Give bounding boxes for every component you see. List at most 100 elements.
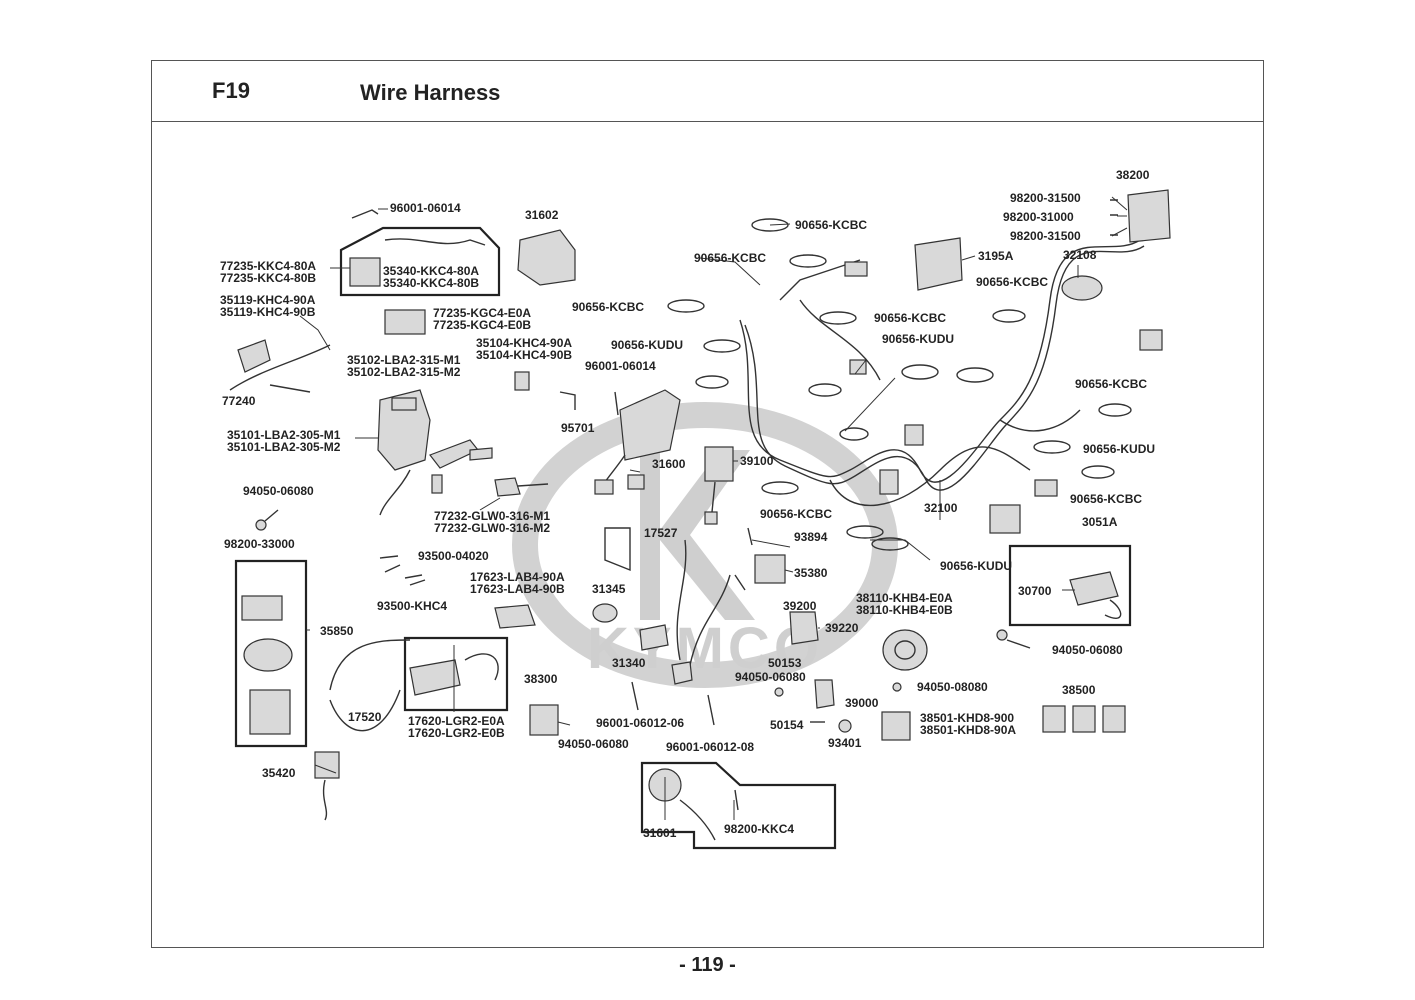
part-label: 90656-KCBC xyxy=(1070,492,1142,506)
part-number: 17620-LGR2-E0A xyxy=(408,714,505,728)
part-number: 31602 xyxy=(525,208,559,222)
part-number: 94050-06080 xyxy=(243,484,314,498)
part-label: 94050-08080 xyxy=(917,680,988,694)
part-label: 98200-33000 xyxy=(224,537,295,551)
part-number: 35420 xyxy=(262,766,296,780)
part-number: 32100 xyxy=(924,501,958,515)
part-number: 38501-KHD8-900 xyxy=(920,711,1014,725)
part-number: 35101-LBA2-305-M1 xyxy=(227,428,341,442)
title-cell: Wire Harness xyxy=(310,60,1264,122)
part-number: 3195A xyxy=(978,249,1014,263)
part-label: 38300 xyxy=(524,672,558,686)
part-label: 93894 xyxy=(794,530,828,544)
group-outlines xyxy=(234,226,1132,850)
part-number: 39200 xyxy=(783,599,817,613)
part-number: 38110-KHB4-E0A xyxy=(856,591,953,605)
part-label: 50153 xyxy=(768,656,802,670)
part-number: 17620-LGR2-E0B xyxy=(408,726,505,740)
part-label: 90656-KCBC xyxy=(760,507,832,521)
part-label: 32100 xyxy=(924,501,958,515)
part-label: 94050-06080 xyxy=(558,737,629,751)
part-label: 94050-06080 xyxy=(243,484,314,498)
part-number: 77232-GLW0-316-M2 xyxy=(434,521,550,535)
part-number: 93500-04020 xyxy=(418,549,489,563)
part-label: 98200-31500 xyxy=(1010,191,1081,205)
part-number: 94050-06080 xyxy=(558,737,629,751)
part-label: 39100 xyxy=(740,454,774,468)
part-number: 93401 xyxy=(828,736,862,750)
part-label: 30700 xyxy=(1018,584,1052,598)
part-number: 93500-KHC4 xyxy=(377,599,447,613)
part-label: 39220 xyxy=(825,621,859,635)
part-label: 38200 xyxy=(1116,168,1150,182)
part-label: 35380 xyxy=(794,566,828,580)
part-number: 90656-KCBC xyxy=(694,251,766,265)
part-label: 95701 xyxy=(561,421,595,435)
page-number: - 119 - xyxy=(679,954,736,976)
part-number: 98200-KKC4 xyxy=(724,822,794,836)
part-number: 90656-KCBC xyxy=(976,275,1048,289)
part-label: 96001-06014 xyxy=(585,359,656,373)
part-label: 98200-31000 xyxy=(1003,210,1074,224)
part-label: 90656-KUDU xyxy=(882,332,954,346)
part-number: 39000 xyxy=(845,696,879,710)
part-number: 77235-KKC4-80A xyxy=(220,259,316,273)
part-label: 31602 xyxy=(525,208,559,222)
part-number: 90656-KUDU xyxy=(1083,442,1155,456)
part-label: 38500 xyxy=(1062,683,1096,697)
part-label: 17527 xyxy=(644,526,678,540)
part-number: 77235-KGC4-E0A xyxy=(433,306,531,320)
part-number: 96001-06014 xyxy=(585,359,656,373)
part-number: 96001-06012-06 xyxy=(596,716,684,730)
part-number: 77235-KGC4-E0B xyxy=(433,318,531,332)
part-number: 98200-31000 xyxy=(1003,210,1074,224)
part-label: 90656-KCBC xyxy=(795,218,867,232)
part-label: 96001-06012-06 xyxy=(596,716,684,730)
part-label: 31340 xyxy=(612,656,646,670)
part-label: 3195A xyxy=(978,249,1014,263)
part-label: 93500-04020 xyxy=(418,549,489,563)
part-label: 90656-KUDU xyxy=(1083,442,1155,456)
part-number: 96001-06012-08 xyxy=(666,740,754,754)
main-harness xyxy=(739,239,1163,534)
part-label: 98200-KKC4 xyxy=(724,822,794,836)
part-number: 38500 xyxy=(1062,683,1096,697)
part-number: 90656-KUDU xyxy=(882,332,954,346)
part-number: 90656-KUDU xyxy=(940,559,1012,573)
part-number: 90656-KCBC xyxy=(760,507,832,521)
part-label: 94050-06080 xyxy=(1052,643,1123,657)
part-number: 39220 xyxy=(825,621,859,635)
part-label: 35420 xyxy=(262,766,296,780)
part-label: 39200 xyxy=(783,599,817,613)
part-number: 38110-KHB4-E0B xyxy=(856,603,953,617)
part-label: 90656-KUDU xyxy=(940,559,1012,573)
part-label: 90656-KCBC xyxy=(1075,377,1147,391)
part-label: 96001-06012-08 xyxy=(666,740,754,754)
part-label: 90656-KCBC xyxy=(976,275,1048,289)
part-label: 96001-06014 xyxy=(390,201,461,215)
part-label: 3051A xyxy=(1082,515,1118,529)
part-label: 77240 xyxy=(222,394,256,408)
part-number: 35104-KHC4-90B xyxy=(476,348,572,362)
part-number: 50154 xyxy=(770,718,804,732)
part-number: 90656-KCBC xyxy=(795,218,867,232)
part-number: 50153 xyxy=(768,656,802,670)
part-number: 39100 xyxy=(740,454,774,468)
part-number: 98200-31500 xyxy=(1010,229,1081,243)
part-number: 95701 xyxy=(561,421,595,435)
part-label: 90656-KCBC xyxy=(874,311,946,325)
part-number: 90656-KCBC xyxy=(572,300,644,314)
part-number: 94050-06080 xyxy=(735,670,806,684)
part-label: 94050-06080 xyxy=(735,670,806,684)
part-number: 35102-LBA2-315-M1 xyxy=(347,353,461,367)
part-number: 31340 xyxy=(612,656,646,670)
part-label: 90656-KUDU xyxy=(611,338,683,352)
